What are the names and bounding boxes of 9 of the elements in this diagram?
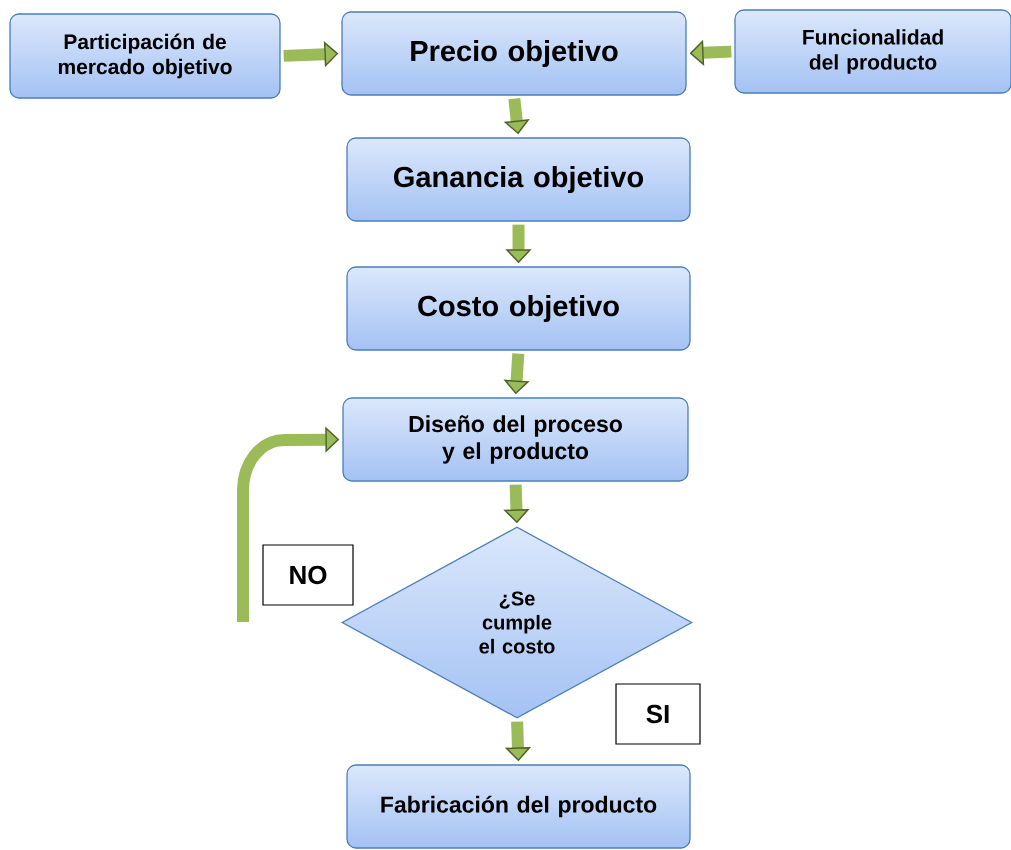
answer-box: SI — [615, 683, 701, 745]
process-box: Costo objetivo — [346, 266, 691, 351]
process-box: Precio objetivo — [341, 11, 687, 96]
process-box: Funcionalidad del producto — [734, 9, 1011, 94]
process-box: Fabricación del producto — [346, 764, 691, 849]
process-box: Diseño del proceso y el producto — [342, 397, 689, 482]
process-box: Participación de mercado objetivo — [9, 13, 281, 99]
answer-box: NO — [262, 544, 354, 606]
process-box: Ganancia objetivo — [346, 137, 691, 222]
